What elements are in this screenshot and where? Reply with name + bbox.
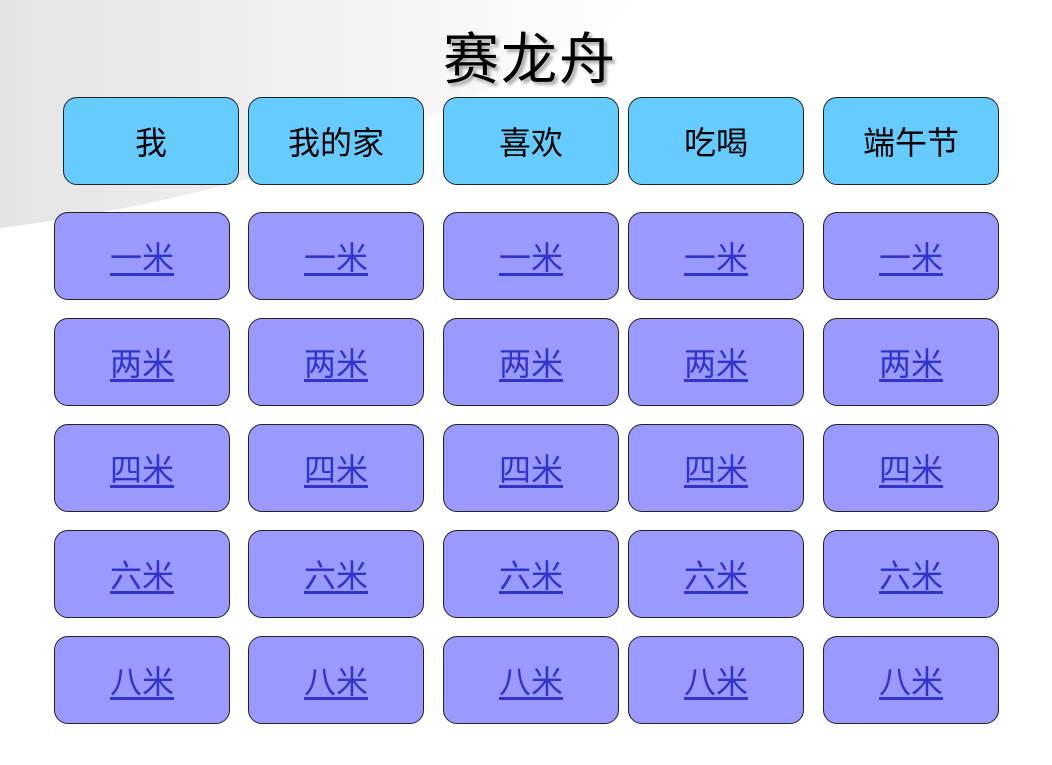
- category-header: 端午节: [823, 97, 999, 185]
- question-link[interactable]: 一米: [498, 239, 563, 277]
- question-tile[interactable]: 八米: [248, 636, 424, 724]
- question-link[interactable]: 六米: [878, 557, 943, 595]
- category-label: 喜欢: [498, 124, 563, 162]
- question-link[interactable]: 两米: [683, 345, 748, 383]
- question-tile[interactable]: 八米: [823, 636, 999, 724]
- category-label: 我的家: [287, 124, 384, 162]
- question-tile[interactable]: 两米: [823, 318, 999, 406]
- question-link[interactable]: 六米: [498, 557, 563, 595]
- question-tile[interactable]: 四米: [443, 424, 619, 512]
- question-tile[interactable]: 六米: [823, 530, 999, 618]
- question-link[interactable]: 六米: [303, 557, 368, 595]
- question-link[interactable]: 一米: [303, 239, 368, 277]
- question-link[interactable]: 两米: [303, 345, 368, 383]
- question-link[interactable]: 一米: [109, 239, 174, 277]
- question-tile[interactable]: 一米: [248, 212, 424, 300]
- category-label: 端午节: [862, 124, 959, 162]
- question-tile[interactable]: 六米: [54, 530, 230, 618]
- category-label: 吃喝: [683, 124, 748, 162]
- question-tile[interactable]: 四米: [248, 424, 424, 512]
- question-link[interactable]: 四米: [109, 451, 174, 489]
- question-tile[interactable]: 四米: [54, 424, 230, 512]
- question-tile[interactable]: 四米: [823, 424, 999, 512]
- question-tile[interactable]: 八米: [54, 636, 230, 724]
- question-tile[interactable]: 一米: [628, 212, 804, 300]
- question-tile[interactable]: 八米: [628, 636, 804, 724]
- question-link[interactable]: 两米: [109, 345, 174, 383]
- question-tile[interactable]: 六米: [443, 530, 619, 618]
- question-tile[interactable]: 六米: [248, 530, 424, 618]
- question-link[interactable]: 八米: [683, 663, 748, 701]
- question-link[interactable]: 四米: [878, 451, 943, 489]
- question-tile[interactable]: 六米: [628, 530, 804, 618]
- category-header: 我的家: [248, 97, 424, 185]
- category-label: 我: [134, 124, 167, 162]
- category-header: 喜欢: [443, 97, 619, 185]
- question-link[interactable]: 八米: [303, 663, 368, 701]
- question-link[interactable]: 四米: [683, 451, 748, 489]
- question-link[interactable]: 两米: [498, 345, 563, 383]
- question-link[interactable]: 一米: [683, 239, 748, 277]
- question-link[interactable]: 八米: [109, 663, 174, 701]
- question-tile[interactable]: 一米: [443, 212, 619, 300]
- question-tile[interactable]: 两米: [54, 318, 230, 406]
- question-tile[interactable]: 一米: [54, 212, 230, 300]
- question-tile[interactable]: 一米: [823, 212, 999, 300]
- question-link[interactable]: 四米: [498, 451, 563, 489]
- question-tile[interactable]: 八米: [443, 636, 619, 724]
- category-header: 我: [63, 97, 239, 185]
- question-link[interactable]: 八米: [498, 663, 563, 701]
- page-title: 赛龙舟: [443, 28, 617, 93]
- question-tile[interactable]: 四米: [628, 424, 804, 512]
- question-tile[interactable]: 两米: [443, 318, 619, 406]
- question-tile[interactable]: 两米: [248, 318, 424, 406]
- category-header: 吃喝: [628, 97, 804, 185]
- question-link[interactable]: 四米: [303, 451, 368, 489]
- question-tile[interactable]: 两米: [628, 318, 804, 406]
- question-link[interactable]: 六米: [109, 557, 174, 595]
- question-link[interactable]: 八米: [878, 663, 943, 701]
- question-link[interactable]: 一米: [878, 239, 943, 277]
- question-link[interactable]: 六米: [683, 557, 748, 595]
- question-link[interactable]: 两米: [878, 345, 943, 383]
